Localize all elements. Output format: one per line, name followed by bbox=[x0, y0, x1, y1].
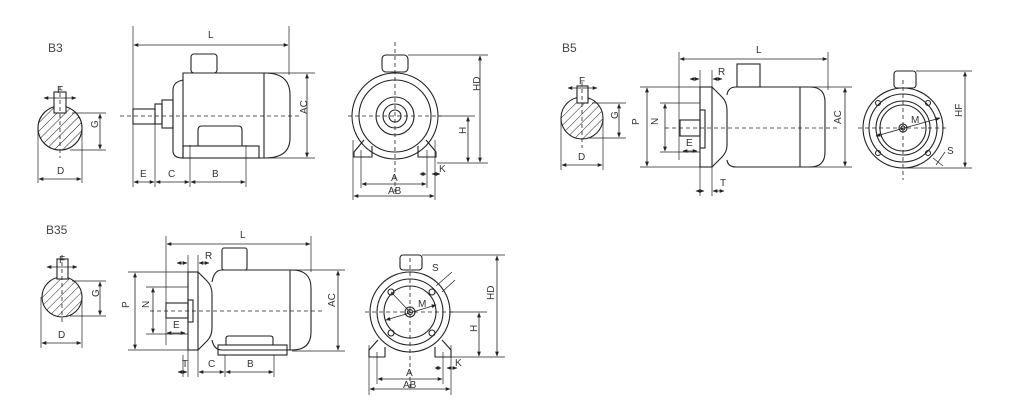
b35-label-ac: AC bbox=[327, 293, 338, 307]
b35-label-n: N bbox=[141, 301, 152, 308]
b3-label-a: A bbox=[391, 173, 398, 184]
b3-side-view: L AC E C B bbox=[120, 26, 315, 187]
b35-label-s: S bbox=[432, 263, 439, 274]
b5-label-d: D bbox=[578, 152, 585, 163]
b3-label-l: L bbox=[208, 30, 214, 41]
b3-title: B3 bbox=[48, 41, 63, 55]
b35-label-p: P bbox=[121, 301, 132, 308]
b5-label-ac: AC bbox=[833, 110, 844, 124]
b5-label-r: R bbox=[718, 67, 725, 78]
b35-label-k: K bbox=[455, 358, 462, 369]
b35-side-view: L R P N E AC T bbox=[121, 230, 345, 377]
b35-label-r: R bbox=[205, 251, 212, 262]
b35-label-t: T bbox=[182, 359, 188, 370]
b5-label-e: E bbox=[686, 138, 693, 149]
b3-label-ac: AC bbox=[299, 100, 310, 114]
b5-label-t: T bbox=[720, 178, 726, 189]
b35-label-g: G bbox=[91, 289, 102, 297]
b5-view: B5 F G D L R bbox=[560, 41, 972, 196]
b35-label-f: F bbox=[59, 255, 65, 266]
b5-shaft-section: F G D bbox=[560, 76, 626, 170]
b35-shaft-section: F G D bbox=[40, 255, 106, 348]
b35-label-hd: HD bbox=[486, 286, 497, 300]
b3-label-d: D bbox=[57, 166, 64, 177]
b3-label-c: C bbox=[168, 169, 175, 180]
b5-label-n: N bbox=[650, 118, 661, 125]
b35-front-view: M S HD H A AB K bbox=[365, 254, 505, 395]
b35-label-m: M bbox=[418, 299, 426, 310]
b3-shaft-section: F G D bbox=[37, 85, 106, 183]
b35-label-b: B bbox=[247, 359, 254, 370]
b35-label-ab: AB bbox=[403, 380, 417, 391]
b35-label-a: A bbox=[406, 368, 413, 379]
b5-label-s: S bbox=[947, 146, 954, 157]
b3-front-view: HD H A AB K bbox=[348, 42, 488, 200]
b5-title: B5 bbox=[562, 41, 577, 55]
b5-label-f: F bbox=[579, 76, 585, 87]
b5-label-g: G bbox=[610, 111, 621, 119]
b5-label-l: L bbox=[756, 45, 762, 56]
b5-label-p: P bbox=[631, 118, 642, 125]
b5-side-view: L R P N E AC T bbox=[631, 45, 852, 196]
b3-label-f: F bbox=[57, 85, 63, 96]
b3-label-k: K bbox=[439, 164, 446, 175]
b35-label-e: E bbox=[173, 320, 180, 331]
b3-view: B3 F G D L bbox=[37, 26, 488, 200]
b3-label-hd: HD bbox=[472, 77, 483, 91]
b3-label-h: H bbox=[458, 127, 469, 134]
b35-title: B35 bbox=[46, 223, 68, 237]
b35-label-d: D bbox=[58, 330, 65, 341]
b5-label-hf: HF bbox=[954, 104, 965, 117]
b35-label-h: H bbox=[469, 325, 480, 332]
b35-view: B35 F G D L R bbox=[40, 223, 505, 395]
b3-label-g: G bbox=[90, 120, 101, 128]
b3-label-b: B bbox=[212, 169, 219, 180]
b3-label-ab: AB bbox=[388, 186, 402, 197]
b5-label-m: M bbox=[911, 115, 919, 126]
b3-label-e: E bbox=[140, 169, 147, 180]
b5-front-view: M S HF bbox=[858, 70, 972, 180]
b35-label-c: C bbox=[208, 359, 215, 370]
b35-label-l: L bbox=[240, 230, 246, 241]
